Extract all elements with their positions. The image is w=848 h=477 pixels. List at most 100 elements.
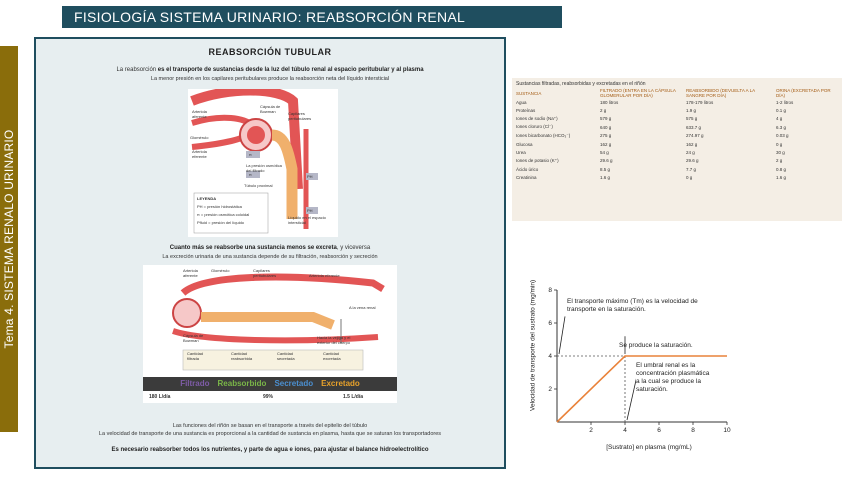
- volume-reabsorbed: 99%: [263, 394, 274, 400]
- eq-filtered: Cantidad filtrada: [187, 351, 204, 361]
- label2-afferent: Arteriola aferente: [183, 268, 198, 278]
- graph-ylabel: Velocidad de transporte del sustrato (mg…: [529, 279, 537, 411]
- table-cell: 29.6 g: [686, 158, 699, 164]
- table-cell: Creatinina: [516, 175, 537, 181]
- table-cell: 30 g: [776, 150, 785, 156]
- table-cell: 162 g: [686, 141, 698, 147]
- table-cell: Ácido úrico: [516, 166, 539, 172]
- label-afferent: Arteriola aferente: [192, 109, 207, 119]
- label2-capillaries: Capilares peritubulares: [253, 268, 277, 278]
- table-caption: Sustancias filtradas, reabsorbidas y exc…: [516, 81, 646, 87]
- marker-ph-2: PH: [307, 208, 313, 213]
- volume-filtered: 180 L/día: [149, 394, 171, 400]
- table-cell: 575 g: [686, 116, 698, 122]
- label2-efferent: Arteriola eferente: [309, 273, 340, 278]
- table-cell: Iones bicarbonato (HCO₃⁻): [516, 132, 571, 138]
- y-tick-label: 6: [548, 320, 552, 327]
- x-tick-label: 6: [657, 427, 661, 434]
- table-header-cell: REABSORBIDO (DEVUELTA A LA SANGRE POR DÍ…: [686, 88, 755, 98]
- table-header-cell: SUSTANCIA: [516, 90, 542, 96]
- table-cell: 1.9 g: [686, 108, 697, 114]
- table-header-cell: ORINA (EXCRETADA POR DÍA): [776, 88, 831, 98]
- side-label: Tema 4. SISTEMA RENALO URINARIO: [2, 129, 16, 349]
- banner-secreted: Secretado: [274, 379, 314, 388]
- table-cell: 274.97 g: [686, 133, 704, 139]
- table-cell: 1.6 g: [776, 175, 787, 181]
- label-efferent: Arteriola eferente: [192, 149, 207, 159]
- table-cell: 1-2 litros: [776, 99, 794, 105]
- figure-pressures: Arteriola aferente Glomérulo Arteriola e…: [188, 85, 338, 237]
- table-cell: 1.6 g: [600, 175, 611, 181]
- side-tab: [0, 46, 18, 432]
- x-tick-label: 8: [691, 427, 695, 434]
- legend-item-1: PH = presión hidrostática: [197, 204, 242, 209]
- table-cell: 0 g: [686, 175, 693, 181]
- mid-bold: Cuanto más se reabsorbe una sustancia me…: [169, 245, 337, 251]
- label2-renal-vein: A la vena renal: [349, 305, 376, 310]
- y-tick-label: 2: [548, 386, 552, 393]
- mid-suffix: , y viceversa: [336, 245, 371, 251]
- content-panel: REABSORCIÓN TUBULAR La reabsorción es el…: [34, 37, 506, 469]
- table-cell: 579 g: [600, 116, 612, 122]
- banner-filtered: Filtrado: [180, 379, 210, 388]
- banner-excreted: Excretado: [321, 379, 360, 388]
- annotation-tm: El transporte máximo (Tm) es la velocida…: [567, 298, 723, 314]
- table-cell: 162 g: [600, 141, 612, 147]
- intro-line-2: La menor presión en los capilares peritu…: [150, 76, 390, 82]
- transport-curve: [556, 355, 727, 423]
- x-tick-label: 2: [589, 427, 593, 434]
- x-tick-label: 4: [623, 427, 627, 434]
- process-banner: Filtrado Reabsorbido Secretado Excretado: [143, 377, 397, 391]
- table-cell: 0.1 g: [776, 108, 787, 114]
- page-title: FISIOLOGÍA SISTEMA URINARIO: REABSORCIÓN…: [62, 6, 562, 28]
- marker-ph-1: PH: [307, 174, 313, 179]
- bottom-line-1: Las funciones del riñón se basan en el t…: [172, 423, 368, 429]
- annotation-threshold: El umbral renal es la concentración plas…: [636, 362, 714, 394]
- table-cell: 29.6 g: [600, 158, 613, 164]
- table-cell: Iones de potasio (K⁺): [516, 157, 559, 163]
- table-header-cell: FILTRADO (ENTRA EN LA CÁPSULA GLOMERULAR…: [600, 88, 676, 98]
- graph-xlabel: [Sustrato] en plasma (mg/mL): [606, 444, 692, 451]
- legend-title: LEYENDA: [197, 196, 217, 201]
- table-row: Creatinina 1.6 g 0 g 1.6 g: [514, 174, 840, 182]
- intro-prefix: La reabsorción: [116, 67, 158, 73]
- label-fluid: Líquido en el espacio intersticial: [288, 215, 326, 225]
- nephron-diagram: [188, 85, 338, 237]
- label2-bowman: Cápsula de Bowman: [183, 333, 204, 343]
- eq-reabsorbed: Cantidad reabsorbida: [231, 351, 253, 361]
- y-tick-label: 8: [548, 287, 552, 294]
- threshold-arrow: [626, 375, 638, 421]
- table-cell: 7.7 g: [686, 166, 697, 172]
- legend-item-3: Pfluid = presión del líquido: [197, 220, 245, 225]
- marker-pi-2: π: [249, 172, 252, 177]
- table-row: Proteínas 2 g 1.9 g 0.1 g: [514, 106, 840, 114]
- table-cell: 8.5 g: [600, 166, 611, 172]
- table-cell: 24 g: [686, 150, 695, 156]
- label-bowman: Cápsula de Bowman: [260, 104, 281, 114]
- legend-item-2: π = presión osmótica coloidal: [197, 212, 250, 217]
- tm-arrow: [558, 316, 566, 355]
- bottom-line-2: La velocidad de transporte de una sustan…: [98, 431, 442, 437]
- label-tubule: Túbulo proximal: [244, 183, 273, 188]
- volume-excreted: 1.5 L/día: [343, 394, 364, 400]
- eq-secreted: Cantidad secretada: [277, 351, 295, 361]
- table-cell: Glucosa: [516, 141, 533, 147]
- table-cell: 2 g: [600, 108, 607, 114]
- x-tick-label: 10: [723, 427, 731, 434]
- label-capillaries: Capilares peritubulares: [288, 111, 312, 121]
- table-cell: 0.8 g: [776, 166, 787, 172]
- figure-nephron-processes: Arteriola aferente Glomérulo Capilares p…: [143, 265, 397, 403]
- table-cell: Urea: [516, 150, 526, 156]
- table-cell: 4 g: [776, 116, 783, 122]
- table-cell: Proteínas: [516, 108, 536, 114]
- panel-heading: REABSORCIÓN TUBULAR: [208, 47, 332, 57]
- substances-table: Sustancias filtradas, reabsorbidas y exc…: [512, 78, 842, 221]
- label-filtrate: La presión osmótica del filtrado: [246, 163, 282, 173]
- mid-line-1: Cuanto más se reabsorbe una sustancia me…: [36, 245, 504, 251]
- annotation-saturation: Se produce la saturación.: [619, 342, 693, 349]
- label2-glomerulus: Glomérulo: [211, 268, 230, 273]
